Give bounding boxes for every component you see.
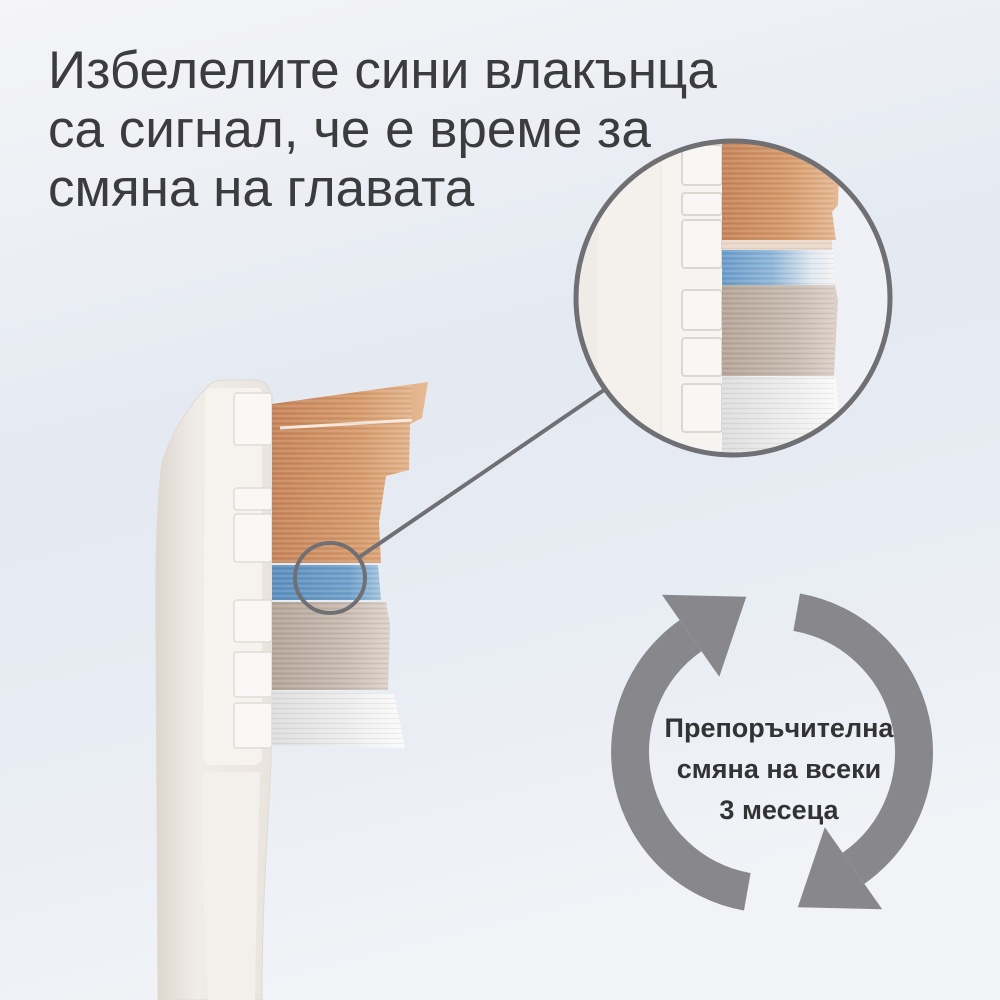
tuft-socket	[233, 651, 273, 698]
toothbrush-head	[155, 379, 428, 1000]
headline-line-3: смяна на главата	[48, 159, 475, 218]
tuft-socket	[681, 289, 723, 331]
tuft-socket	[681, 383, 723, 433]
cycle-arrow-left-head	[661, 594, 747, 677]
cycle-arrow-right-arc	[793, 593, 933, 884]
cycle-arrows-icon	[611, 593, 933, 911]
replacement-line-1: Препоръчителна	[664, 713, 894, 743]
zoom-bristle-texture	[722, 142, 834, 454]
tuft-socket	[233, 487, 273, 511]
tuft-socket	[233, 513, 273, 563]
zoom-detail	[577, 142, 842, 454]
headline: Избелелите сини влакънца са сигнал, че е…	[48, 41, 717, 218]
headline-line-2: са сигнал, че е време за	[48, 100, 651, 159]
callout-connector-line	[356, 388, 606, 560]
tuft-socket	[233, 702, 273, 749]
tuft-socket	[681, 337, 723, 377]
cycle-arrow-right-head	[797, 827, 883, 910]
tuft-socket	[233, 599, 273, 643]
replacement-line-2: смяна на всеки	[676, 754, 882, 784]
zoom-callout-icon	[293, 138, 893, 615]
headline-line-1: Избелелите сини влакънца	[48, 41, 717, 100]
replacement-line-3: 3 месеца	[719, 795, 839, 825]
replacement-interval-text: Препоръчителна смяна на всеки 3 месеца	[629, 708, 929, 831]
tuft-socket	[233, 392, 273, 446]
brush-neck-face	[202, 772, 260, 1000]
callout-target-circle	[293, 541, 367, 615]
zoom-tuft-sockets	[681, 144, 723, 433]
tuft-socket	[681, 219, 723, 269]
cycle-arrow-left-arc	[611, 620, 751, 911]
zoom-circle-outline	[573, 138, 893, 458]
